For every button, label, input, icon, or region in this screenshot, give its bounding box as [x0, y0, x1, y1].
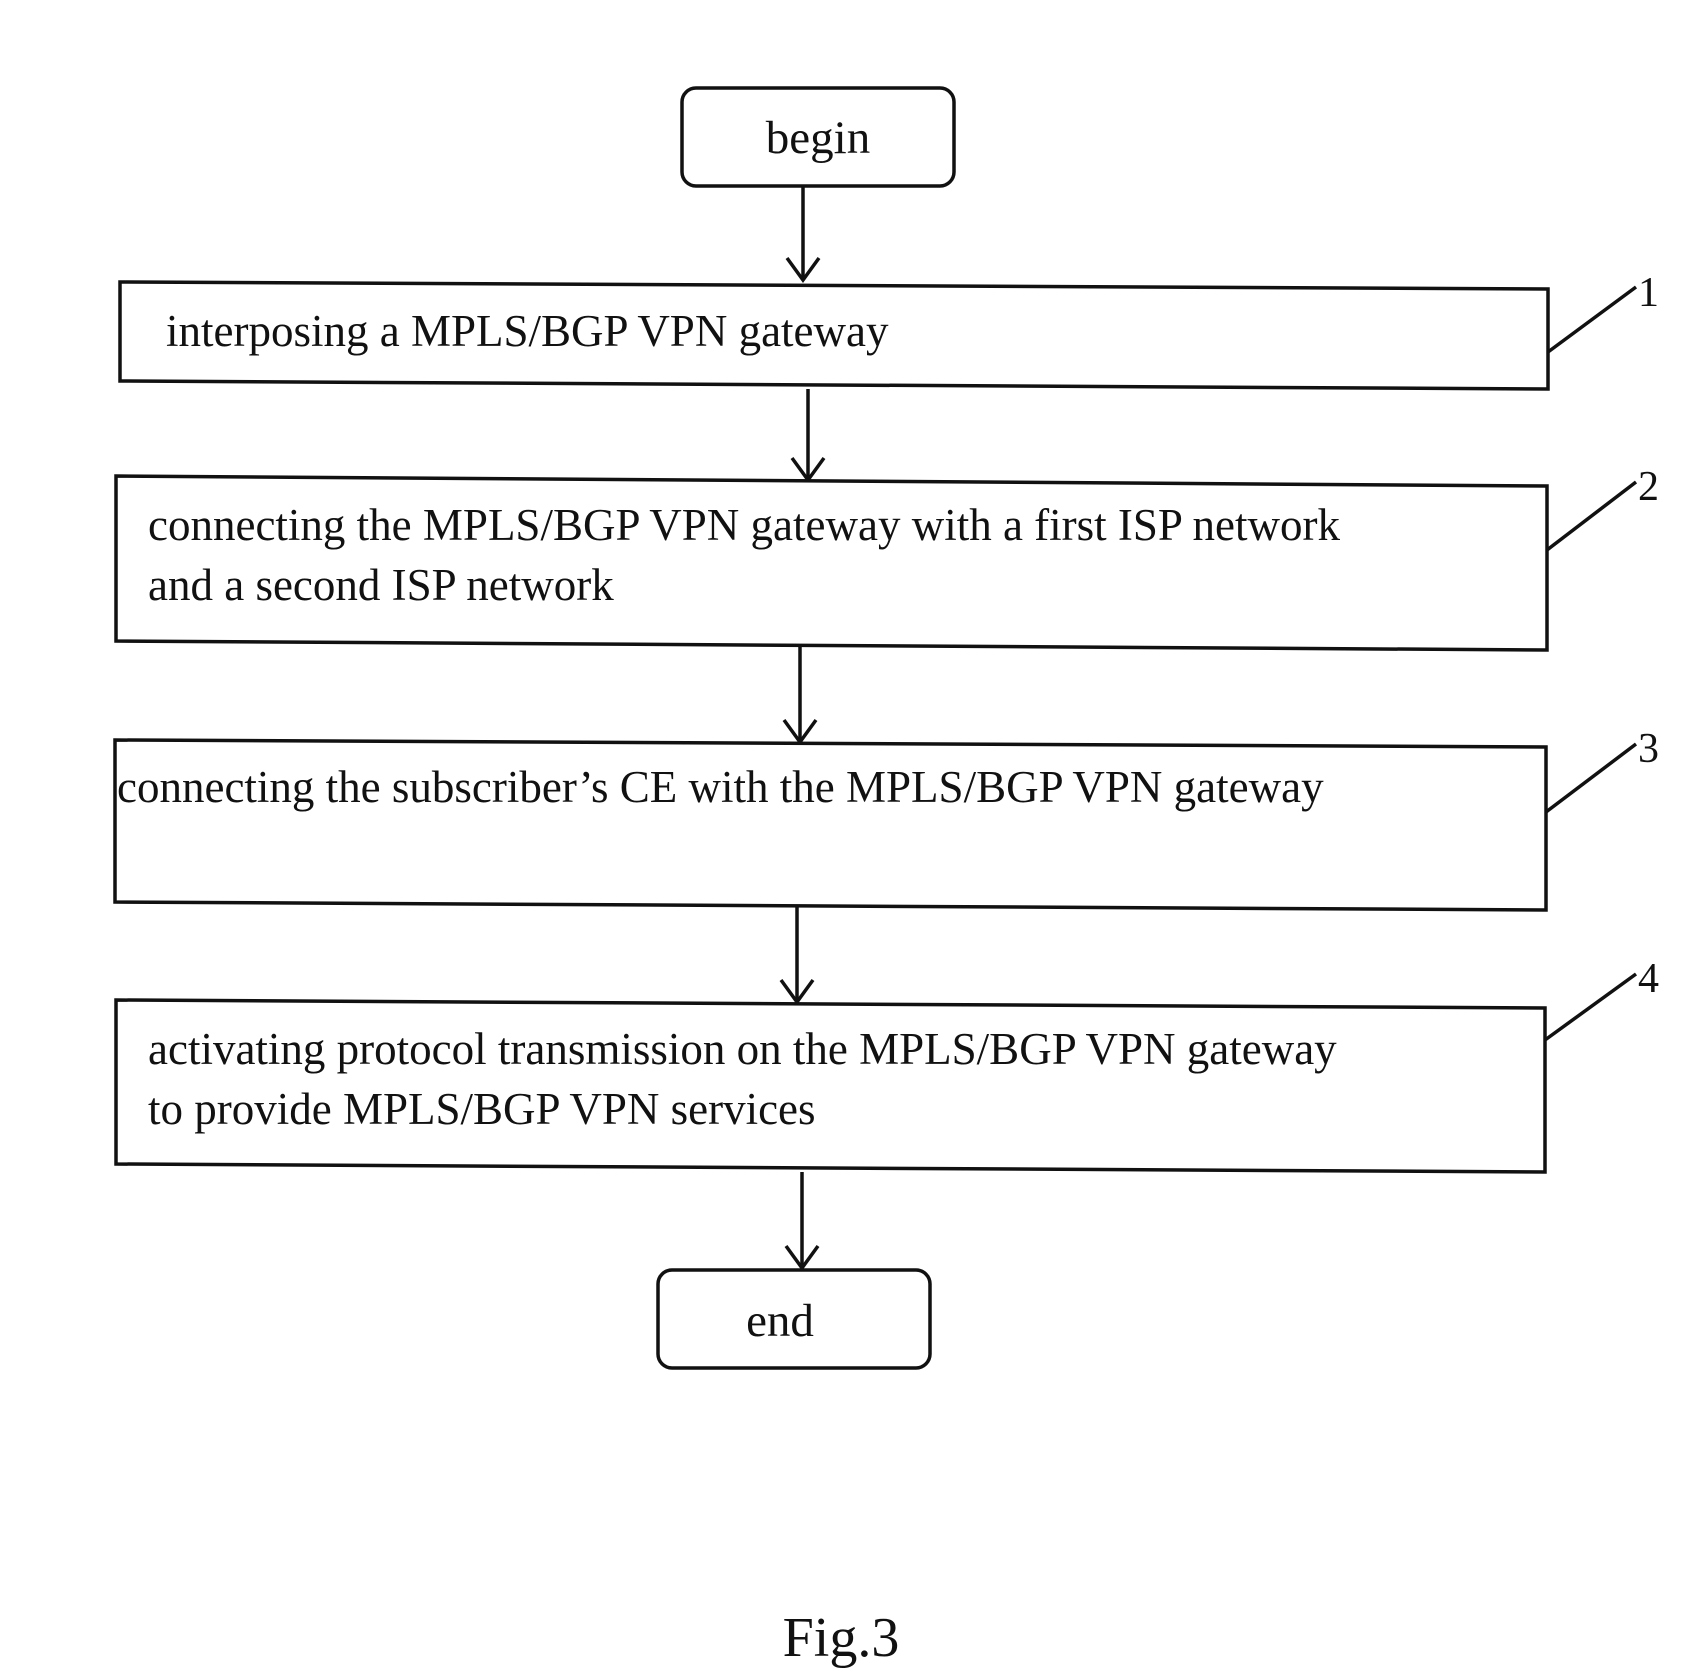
begin-label: begin [766, 112, 870, 164]
begin-terminal: begin [682, 88, 954, 186]
step-1-text: interposing a MPLS/BGP VPN gateway [166, 306, 889, 356]
step-4-text-line-2: to provide MPLS/BGP VPN services [148, 1084, 816, 1134]
step-1-ref-number: 1 [1638, 270, 1659, 316]
step-2-text-line-2: and a second ISP network [148, 560, 614, 610]
step-3: connecting the subscriber’s CE with the … [115, 740, 1546, 910]
step-3-leader-line [1546, 744, 1636, 812]
end-label: end [746, 1295, 814, 1347]
figure-caption: Fig.3 [783, 1607, 900, 1669]
step-4-leader-line [1545, 974, 1636, 1040]
step-4-text-line-1: activating protocol transmission on the … [148, 1024, 1337, 1074]
step-2-leader-line [1547, 482, 1636, 550]
step-1-leader-line [1548, 287, 1636, 352]
end-terminal: end [658, 1270, 930, 1368]
step-2: connecting the MPLS/BGP VPN gateway with… [116, 476, 1547, 650]
step-3-ref-number: 3 [1638, 726, 1659, 772]
step-4-ref-number: 4 [1638, 956, 1659, 1002]
step-4: activating protocol transmission on the … [116, 1000, 1545, 1172]
step-1: interposing a MPLS/BGP VPN gateway [120, 282, 1548, 389]
step-2-ref-number: 2 [1638, 464, 1659, 510]
step-3-text: connecting the subscriber’s CE with the … [117, 762, 1324, 812]
step-2-text-line-1: connecting the MPLS/BGP VPN gateway with… [148, 500, 1340, 550]
